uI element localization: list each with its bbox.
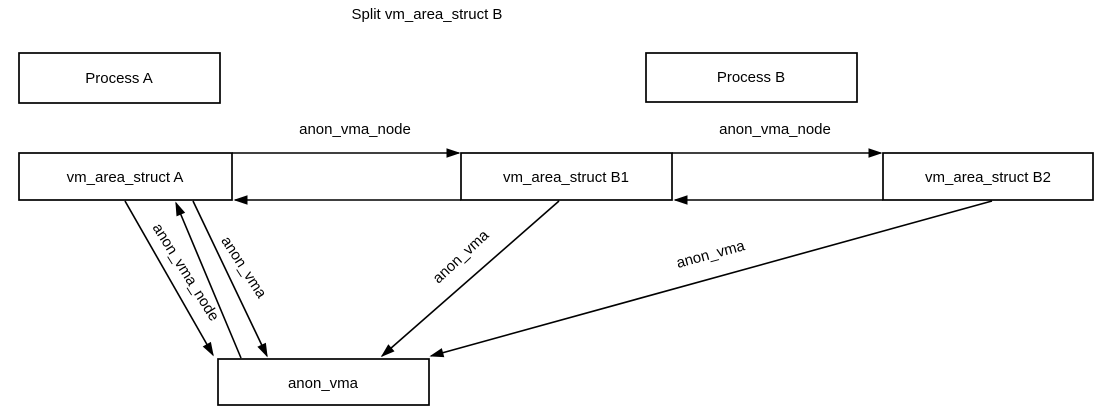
anon-vma-box <box>217 358 430 406</box>
vm-area-struct-b1-box <box>460 152 673 201</box>
edge-anon-vma-to-a-up <box>175 201 242 359</box>
vm-area-struct-b2-box <box>882 152 1094 201</box>
process-a-box <box>18 52 221 104</box>
edge-a-anon-vma-down <box>192 200 268 358</box>
node-vm-area-struct-a: vm_area_struct A <box>18 152 233 201</box>
edge-label-b1-anon-vma: anon_vma <box>430 226 493 287</box>
process-b-label: Process B <box>717 69 785 86</box>
edge-label-anon-vma-node-1: anon_vma_node <box>299 121 411 138</box>
vm-area-struct-b1-label: vm_area_struct B1 <box>503 169 629 186</box>
process-b-box <box>645 52 858 103</box>
vm-area-struct-a-label: vm_area_struct A <box>67 169 184 186</box>
diagram-title: Split vm_area_struct B <box>352 6 503 23</box>
vm-area-struct-b2-label: vm_area_struct B2 <box>925 169 1051 186</box>
edge-label-b2-anon-vma: anon_vma <box>675 237 748 272</box>
node-anon-vma: anon_vma <box>217 358 430 406</box>
process-a-label: Process A <box>85 70 153 87</box>
anon-vma-label: anon_vma <box>288 375 359 392</box>
edge-b2-anon-vma <box>429 200 993 358</box>
node-process-a: Process A <box>18 52 221 104</box>
node-vm-area-struct-b1: vm_area_struct B1 <box>460 152 673 201</box>
edge-label-anon-vma-node-2: anon_vma_node <box>719 121 831 138</box>
vm-area-struct-a-box <box>18 152 233 201</box>
node-process-b: Process B <box>645 52 858 103</box>
edge-a-anon-vma-node-down <box>124 200 214 357</box>
node-vm-area-struct-b2: vm_area_struct B2 <box>882 152 1094 201</box>
edge-b1-anon-vma <box>380 200 560 358</box>
